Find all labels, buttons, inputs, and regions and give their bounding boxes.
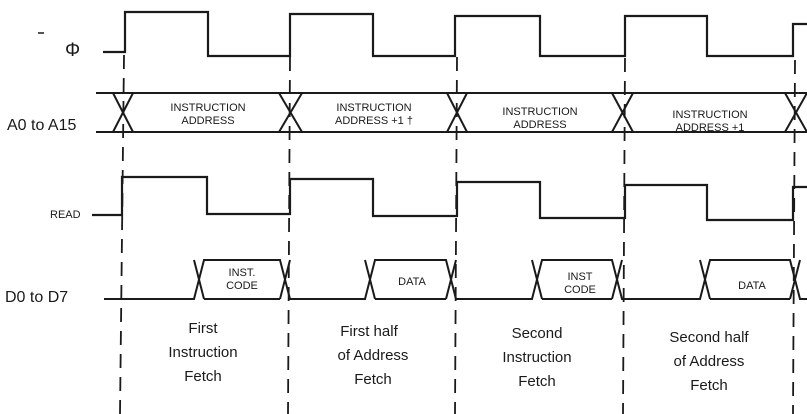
phase-3-line-3: Fetch	[518, 373, 556, 390]
address-bus-label: A0 to A15	[7, 117, 76, 134]
data-segment-1-line-1: INST.	[229, 267, 256, 279]
read-waveform	[92, 175, 807, 222]
address-segment-1-line-2: ADDRESS	[181, 115, 234, 127]
phase-4-line-3: Fetch	[690, 377, 728, 394]
address-segment-2-line-2: ADDRESS +1 †	[335, 115, 413, 127]
phase-2-line-2: of Address	[338, 347, 409, 364]
clock-signal-label: Φ	[65, 40, 80, 61]
phase-4-line-2: of Address	[674, 353, 745, 370]
data-segment-1-line-2: CODE	[226, 280, 258, 292]
phase-labels: First Instruction Fetch First half of Ad…	[168, 320, 749, 394]
phase-1-line-3: Fetch	[184, 368, 222, 385]
address-segment-2-line-1: INSTRUCTION	[336, 102, 411, 114]
cycle-dividers	[119, 54, 796, 414]
data-segment-4-line-1: DATA	[738, 280, 766, 292]
phase-1-line-1: First	[188, 320, 218, 337]
address-segment-1-line-1: INSTRUCTION	[170, 102, 245, 114]
data-segments: INST. CODE DATA INST CODE DATA	[226, 267, 766, 296]
address-segment-3-line-1: INSTRUCTION	[502, 106, 577, 118]
data-segment-3-line-1: INST	[567, 271, 592, 283]
phase-2-line-1: First half	[340, 323, 398, 340]
phase-4-line-1: Second half	[669, 329, 749, 346]
data-bus-waveform	[104, 259, 807, 300]
phase-1-line-2: Instruction	[168, 344, 237, 361]
read-signal-label: READ	[50, 209, 81, 221]
address-segments: INSTRUCTION ADDRESS INSTRUCTION ADDRESS …	[170, 102, 747, 134]
phase-2-line-3: Fetch	[354, 371, 392, 388]
data-segment-3-line-2: CODE	[564, 284, 596, 296]
phase-3-line-1: Second	[512, 325, 563, 342]
clock-waveform	[103, 10, 807, 58]
data-segment-2-line-1: DATA	[398, 276, 426, 288]
address-segment-3-line-2: ADDRESS	[513, 119, 566, 131]
address-segment-4-line-1: INSTRUCTION	[672, 109, 747, 121]
phase-3-line-2: Instruction	[502, 349, 571, 366]
data-bus-label: D0 to D7	[5, 289, 68, 306]
address-segment-4-line-2: ADDRESS +1	[676, 122, 745, 134]
